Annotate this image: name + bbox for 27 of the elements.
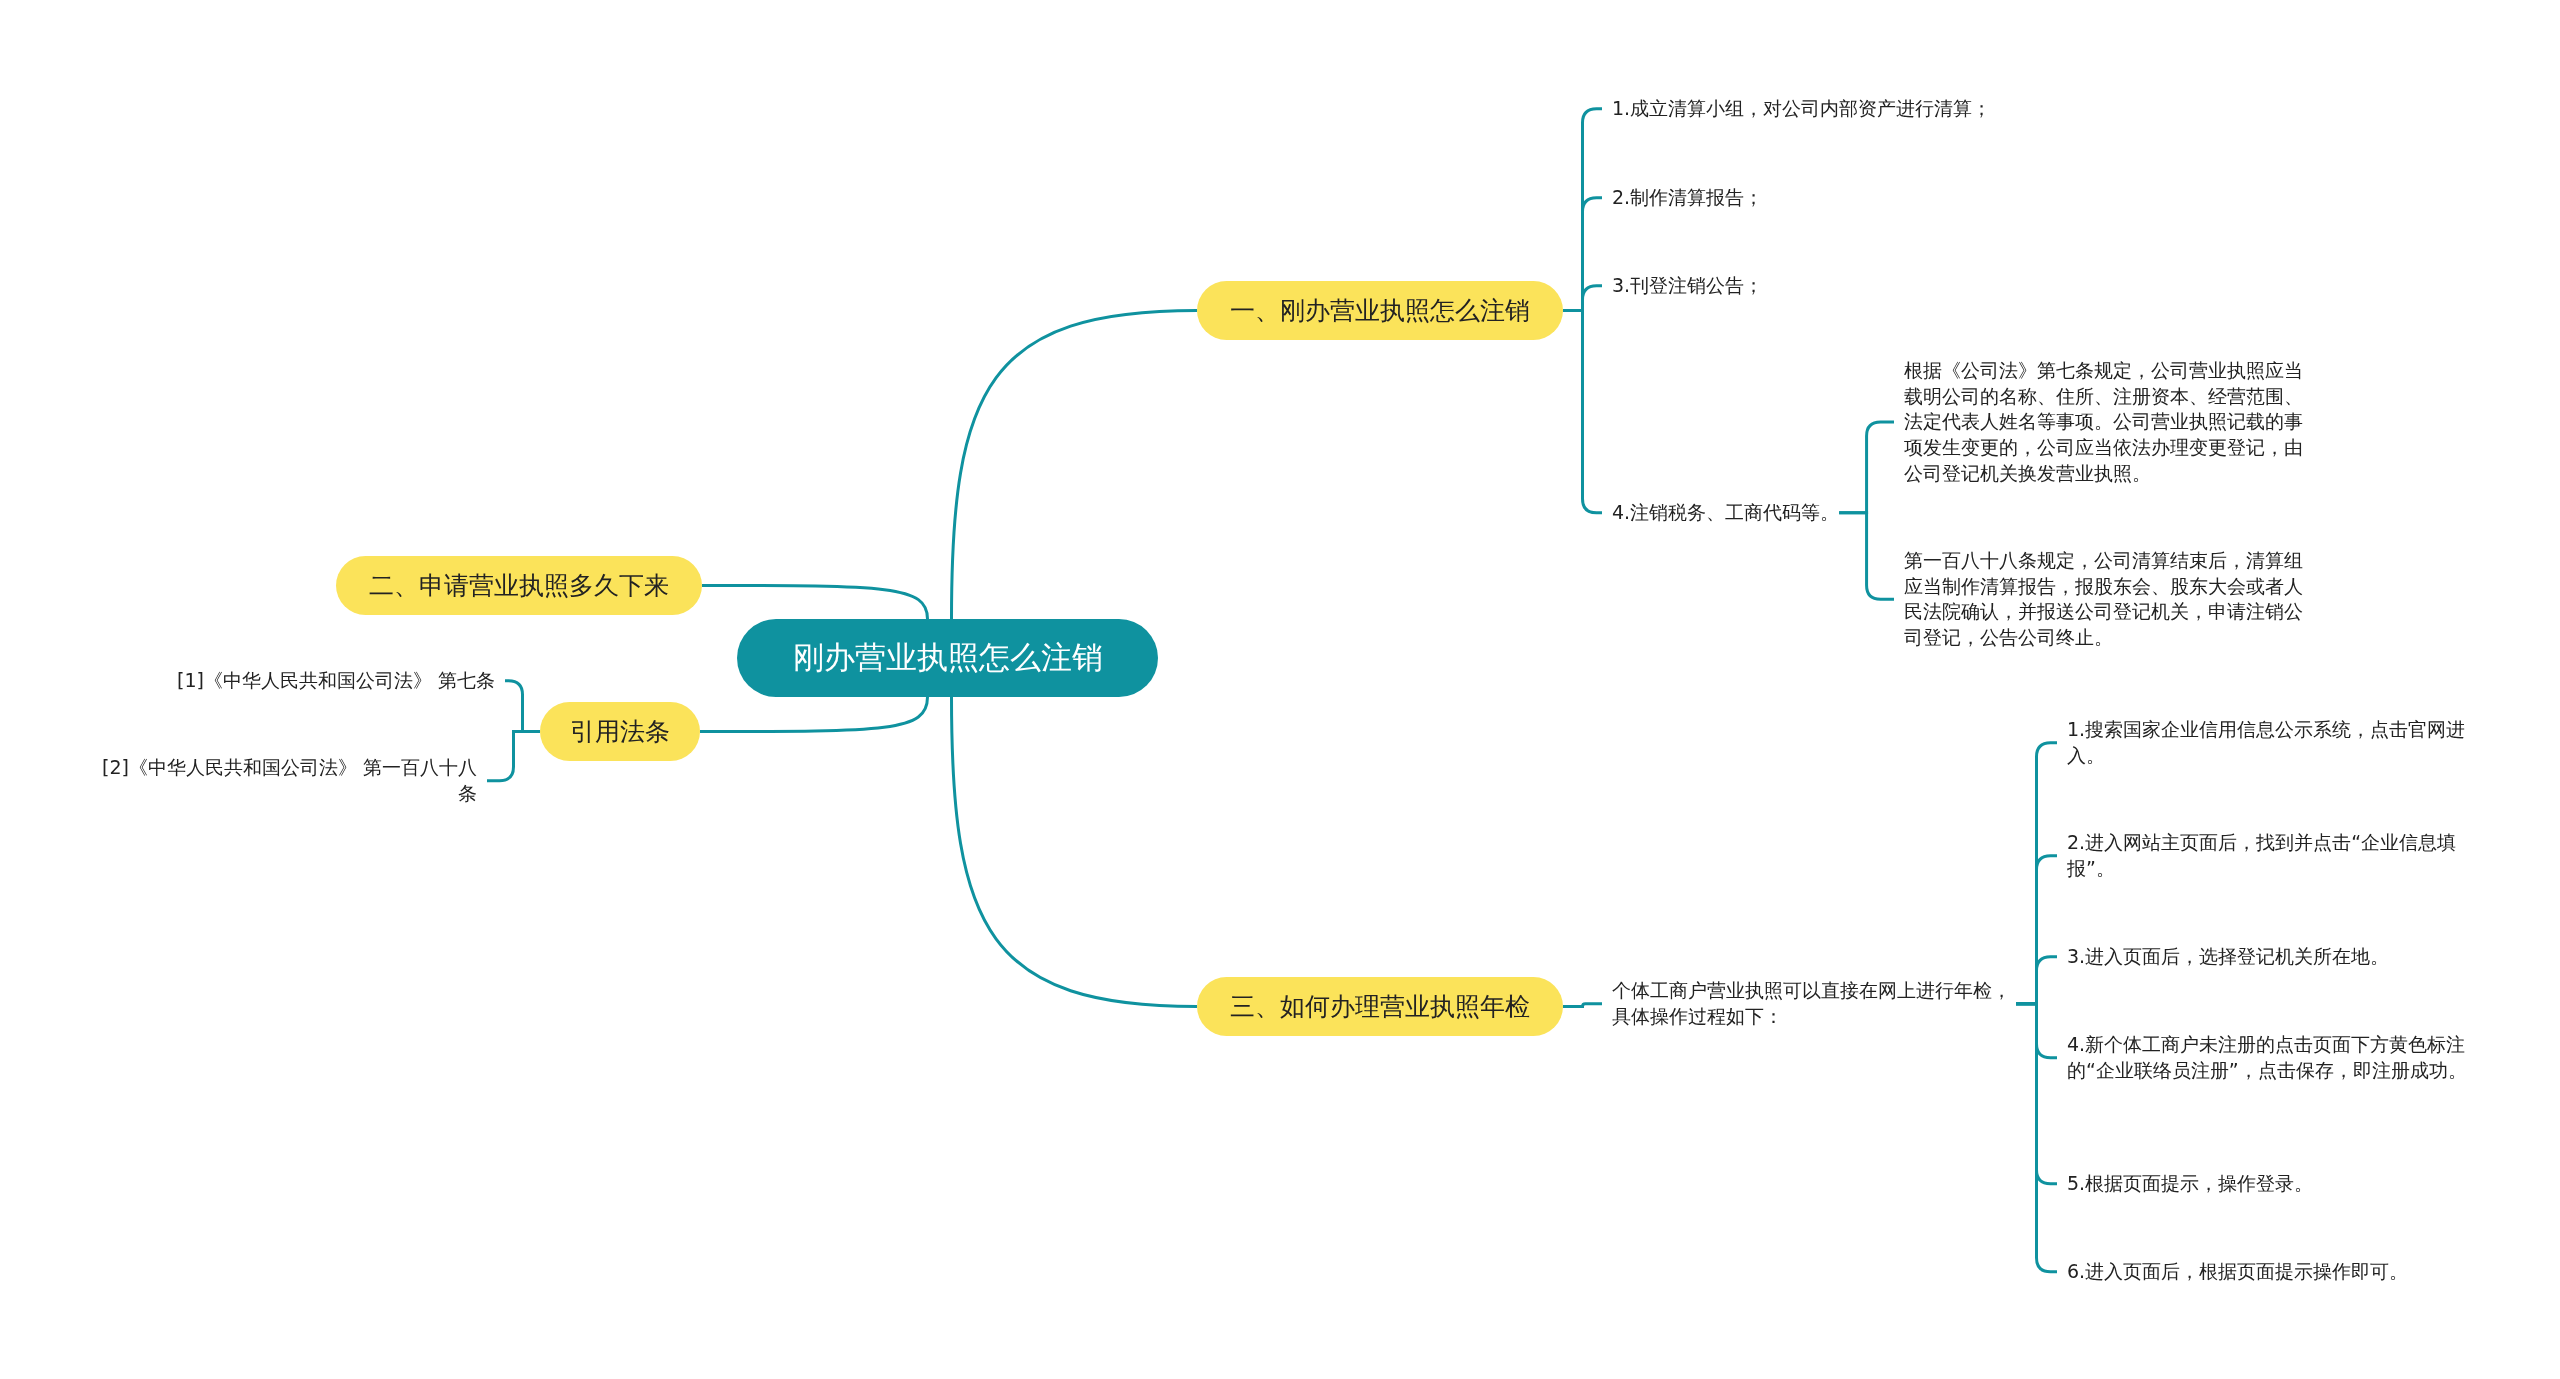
connector-line bbox=[487, 730, 540, 783]
connector-line bbox=[700, 696, 929, 733]
branch-topic: 一、刚办营业执照怎么注销 bbox=[1197, 281, 1563, 340]
topic-text: 2.进入网站主页面后，找到并点击“企业信息填报”。 bbox=[2057, 830, 2475, 882]
topic-text: 3.进入页面后，选择登记机关所在地。 bbox=[2057, 944, 2475, 970]
central-topic: 刚办营业执照怎么注销 bbox=[737, 619, 1158, 697]
branch-topic: 引用法条 bbox=[540, 702, 700, 761]
connector-line bbox=[950, 309, 1198, 620]
branch-topic: 三、如何办理营业执照年检 bbox=[1197, 977, 1563, 1036]
branch-topic: 二、申请营业执照多久下来 bbox=[336, 556, 702, 615]
topic-text: 1.搜索国家企业信用信息公示系统，点击官网进入。 bbox=[2057, 717, 2475, 769]
connector-line bbox=[702, 584, 929, 620]
topic-text: 6.进入页面后，根据页面提示操作即可。 bbox=[2057, 1259, 2475, 1285]
topic-text: 第一百八十八条规定，公司清算结束后，清算组应当制作清算报告，报股东会、股东大会或者人民法院确认，并报送公司登记机关，申请注销公司登记，公告公司终止。 bbox=[1894, 548, 2314, 651]
connector-line bbox=[1563, 1002, 1602, 1008]
topic-text: [1]《中华人民共和国公司法》 第七条 bbox=[150, 668, 505, 694]
topic-text: 1.成立清算小组，对公司内部资产进行清算； bbox=[1602, 96, 1992, 122]
topic-text: 2.制作清算报告； bbox=[1602, 185, 1764, 211]
topic-text: 4.新个体工商户未注册的点击页面下方黄色标注的“企业联络员注册”，点击保存，即注册成功。 bbox=[2057, 1032, 2475, 1084]
topic-text: 个体工商户营业执照可以直接在网上进行年检，具体操作过程如下： bbox=[1602, 978, 2016, 1030]
topic-text: 4.注销税务、工商代码等。 bbox=[1602, 500, 1840, 526]
topic-text: 根据《公司法》第七条规定，公司营业执照应当载明公司的名称、住所、注册资本、经营范围、法定代表人姓名等事项。公司营业执照记载的事项发生变更的，公司应当依法办理变更登记，由公司登记机关换发营业执照。 bbox=[1894, 358, 2314, 487]
topic-text: 5.根据页面提示，操作登录。 bbox=[2057, 1171, 2475, 1197]
topic-text: 3.刊登注销公告； bbox=[1602, 273, 1764, 299]
connector-line bbox=[2016, 1002, 2057, 1274]
topic-text: [2]《中华人民共和国公司法》 第一百八十八条 bbox=[95, 755, 487, 807]
connector-line bbox=[950, 696, 1198, 1008]
